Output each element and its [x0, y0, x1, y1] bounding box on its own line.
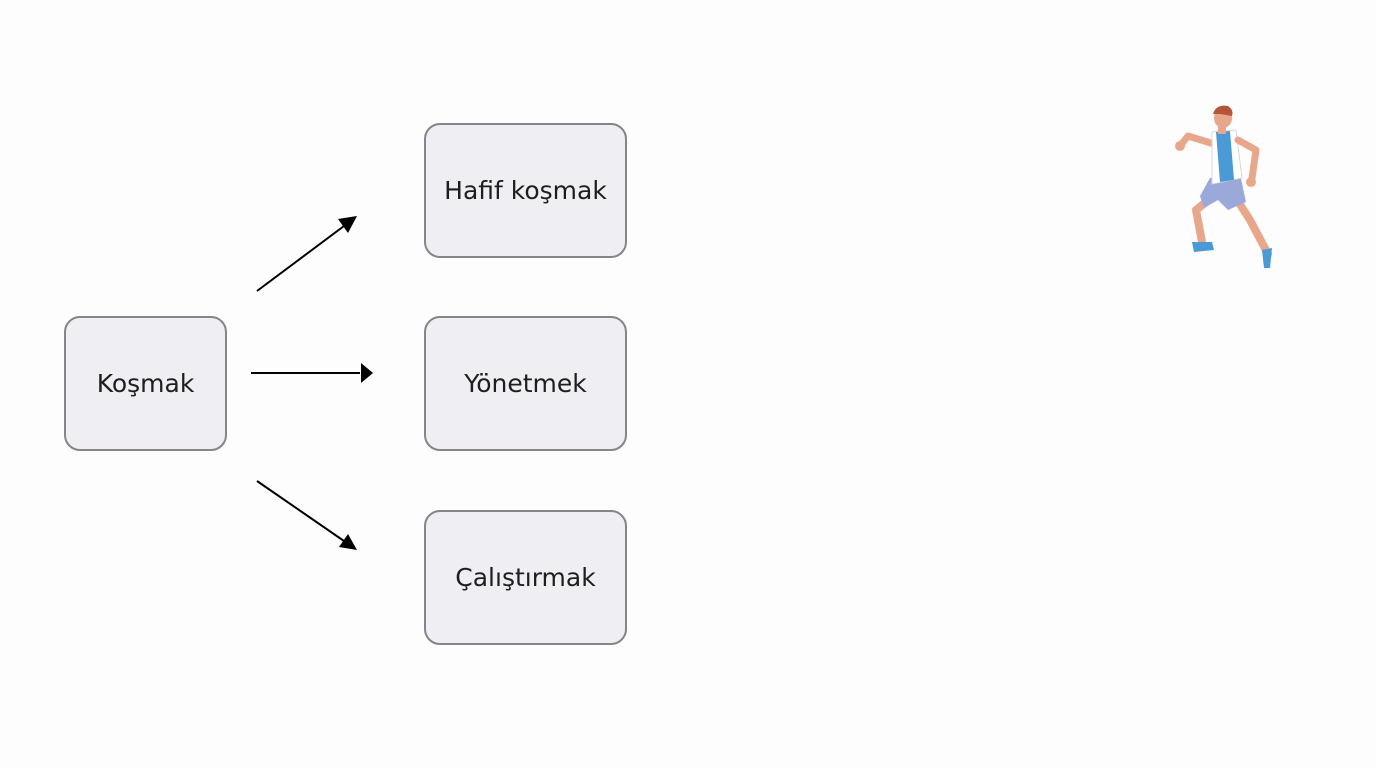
- arrow-to-yonetmek: [251, 363, 373, 383]
- running-person-icon: [1175, 105, 1272, 268]
- target-node-yonetmek: Yönetmek: [424, 316, 627, 451]
- target-node-calistirmak: Çalıştırmak: [424, 510, 627, 645]
- target-node-label: Çalıştırmak: [455, 563, 596, 592]
- arrow-to-hafif-kosmak: [256, 216, 357, 292]
- target-node-label: Hafif koşmak: [444, 176, 607, 205]
- source-node-label: Koşmak: [96, 369, 195, 398]
- target-node-hafif-kosmak: Hafif koşmak: [424, 123, 627, 258]
- source-node-kosmak: Koşmak: [64, 316, 227, 451]
- arrow-to-calistirmak: [256, 480, 357, 550]
- target-node-label: Yönetmek: [464, 369, 587, 398]
